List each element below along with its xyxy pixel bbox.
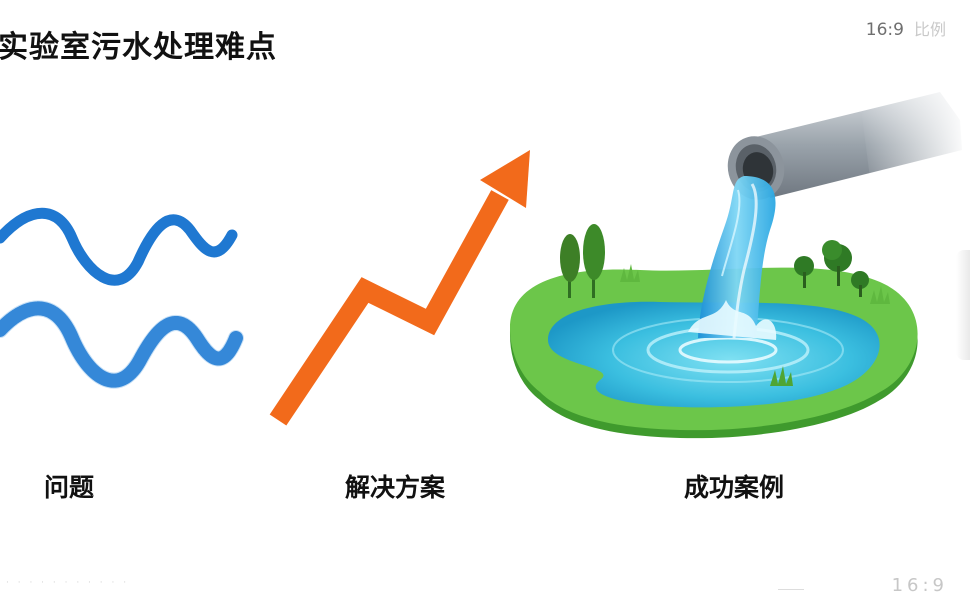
page-title: 实验室污水处理难点 — [0, 30, 277, 65]
divider — [778, 589, 804, 590]
aspect-ratio-caption: 比例 — [913, 20, 946, 39]
aspect-ratio-watermark: 16:9 — [891, 575, 948, 596]
section-label-case: 成功案例 — [684, 473, 785, 502]
footer-faint-text: · · · · · · · · · · · — [6, 578, 130, 588]
aspect-ratio-indicator: 16:9 比例 — [866, 16, 946, 40]
side-handle[interactable] — [956, 250, 970, 360]
section-label-solution: 解决方案 — [345, 473, 446, 502]
aspect-ratio-value: 16:9 — [865, 20, 904, 40]
section-label-problem: 问题 — [44, 473, 95, 502]
